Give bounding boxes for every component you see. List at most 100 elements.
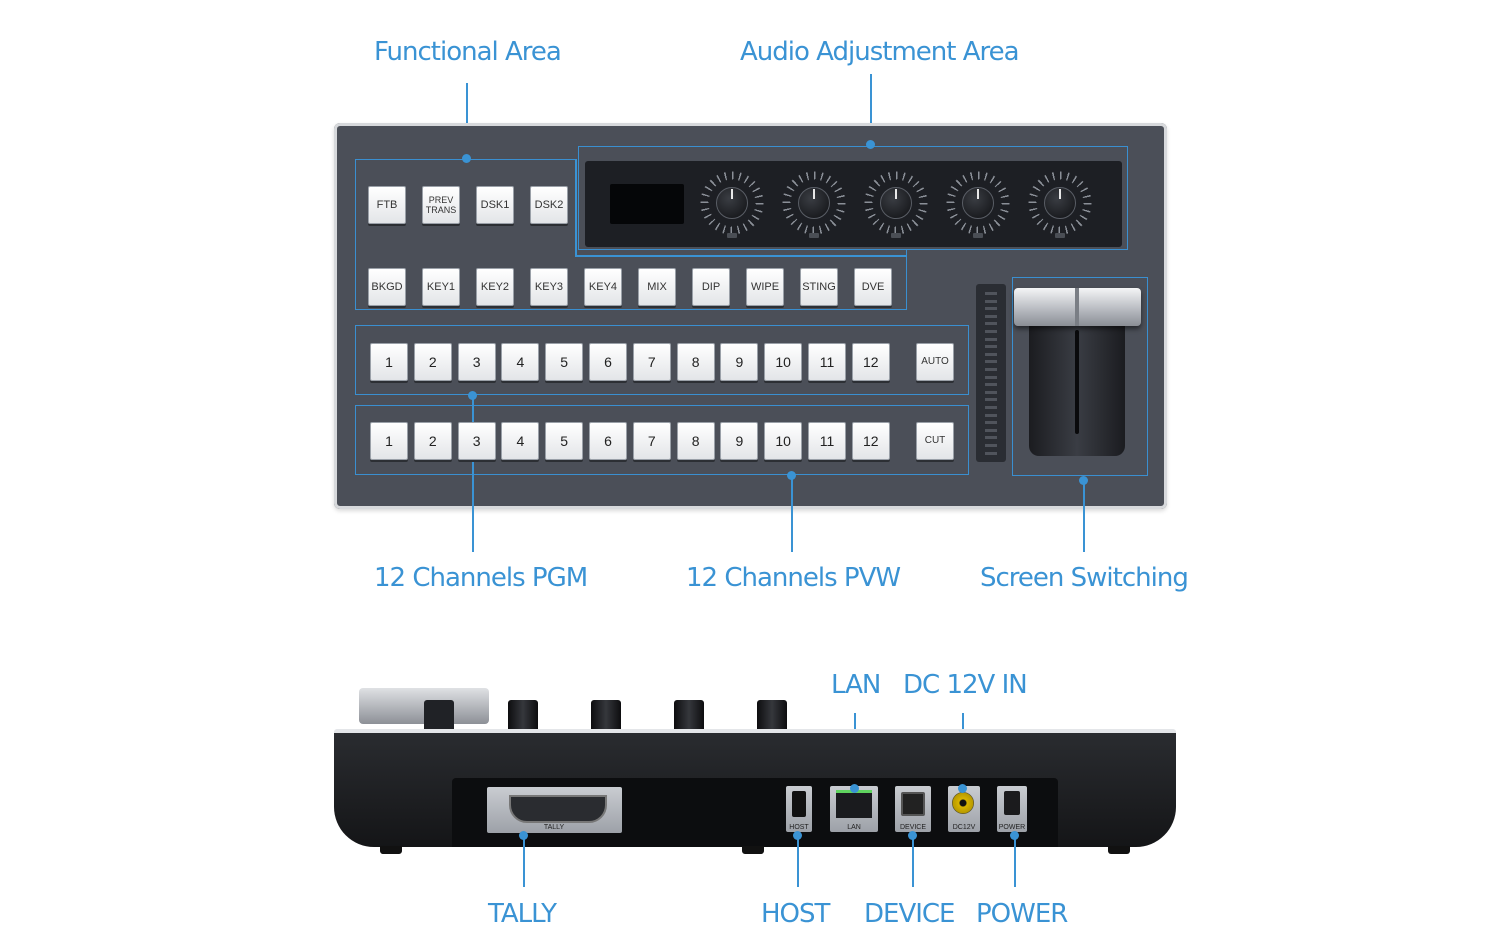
led-segment bbox=[985, 390, 997, 394]
rear-foot-2 bbox=[742, 846, 764, 854]
led-segment bbox=[985, 398, 997, 402]
power-rocker bbox=[1004, 791, 1020, 815]
function-key-ftb[interactable]: FTB bbox=[368, 186, 406, 224]
led-segment bbox=[985, 307, 997, 311]
function-key-prev-trans[interactable]: PREV TRANS bbox=[422, 186, 460, 224]
led-segment bbox=[985, 421, 997, 425]
pvw-key-8[interactable]: 8 bbox=[676, 422, 715, 460]
rear-foot-1 bbox=[380, 846, 402, 854]
led-segment bbox=[985, 292, 997, 295]
audio-knob-2[interactable] bbox=[798, 187, 830, 219]
tally-port-label: TALLY bbox=[543, 824, 565, 831]
led-segment bbox=[985, 428, 997, 432]
rear-knob-3 bbox=[674, 700, 704, 730]
pgm-key-12[interactable]: 12 bbox=[851, 343, 890, 381]
pgm-key-1[interactable]: 1 bbox=[370, 343, 408, 381]
pgm-key-6[interactable]: 6 bbox=[589, 343, 627, 381]
zone-screen-switching bbox=[1012, 277, 1148, 476]
zone-audio-area bbox=[578, 146, 1128, 250]
pvw-key-6[interactable]: 6 bbox=[589, 422, 627, 460]
callout-device: DEVICE bbox=[864, 899, 955, 929]
transition-key-key1[interactable]: KEY1 bbox=[422, 268, 460, 306]
tbar-led-meter bbox=[976, 284, 1006, 462]
leader-pgm bbox=[472, 395, 474, 552]
callout-lan: LAN bbox=[831, 670, 881, 700]
leader-screen-switching bbox=[1083, 480, 1085, 552]
led-segment bbox=[985, 375, 997, 379]
audio-lcd-display bbox=[610, 184, 684, 224]
lan-socket bbox=[836, 790, 872, 818]
pvw-key-7[interactable]: 7 bbox=[632, 422, 671, 460]
pvw-key-9[interactable]: 9 bbox=[720, 422, 759, 460]
audio-knob-1[interactable] bbox=[716, 187, 748, 219]
audio-knob-3[interactable] bbox=[880, 187, 912, 219]
led-segment bbox=[985, 345, 997, 349]
pvw-key-2[interactable]: 2 bbox=[413, 422, 452, 460]
pgm-key-8[interactable]: 8 bbox=[676, 343, 715, 381]
host-port-label: HOST bbox=[789, 824, 809, 831]
pgm-key-5[interactable]: 5 bbox=[545, 343, 584, 381]
audio-knob-foot-1 bbox=[727, 233, 737, 238]
led-segment bbox=[985, 330, 997, 333]
led-segment bbox=[985, 360, 997, 364]
dot-dc-in bbox=[958, 784, 967, 793]
transition-key-key4[interactable]: KEY4 bbox=[584, 268, 622, 306]
dot-audio-area bbox=[866, 140, 875, 149]
cut-button[interactable]: CUT bbox=[916, 422, 954, 460]
auto-button[interactable]: AUTO bbox=[916, 343, 954, 381]
led-segment bbox=[985, 436, 997, 440]
zone-pvw-row bbox=[355, 405, 969, 475]
led-segment bbox=[985, 451, 997, 455]
pvw-key-3[interactable]: 3 bbox=[457, 422, 496, 460]
led-segment bbox=[985, 368, 997, 371]
function-key-dsk2[interactable]: DSK2 bbox=[530, 186, 568, 224]
leader-tally bbox=[523, 835, 525, 887]
pvw-key-10[interactable]: 10 bbox=[764, 422, 803, 460]
lan-port-label: LAN bbox=[847, 824, 861, 831]
transition-key-key2[interactable]: KEY2 bbox=[476, 268, 514, 306]
audio-knob-foot-3 bbox=[891, 233, 901, 238]
transition-key-bkgd[interactable]: BKGD bbox=[368, 268, 406, 306]
transition-key-sting[interactable]: STING bbox=[800, 268, 838, 306]
pvw-key-11[interactable]: 11 bbox=[808, 422, 846, 460]
led-segment bbox=[985, 406, 997, 409]
audio-knob-5[interactable] bbox=[1044, 187, 1076, 219]
callout-audio-area: Audio Adjustment Area bbox=[740, 37, 1020, 67]
pgm-key-10[interactable]: 10 bbox=[764, 343, 803, 381]
callout-functional-area: Functional Area bbox=[374, 37, 562, 67]
leader-audio-area bbox=[870, 74, 872, 144]
host-usb-socket bbox=[792, 791, 806, 817]
led-segment bbox=[985, 322, 997, 326]
pgm-key-3[interactable]: 3 bbox=[457, 343, 496, 381]
pvw-key-1[interactable]: 1 bbox=[370, 422, 408, 460]
pvw-key-12[interactable]: 12 bbox=[851, 422, 890, 460]
pvw-key-5[interactable]: 5 bbox=[545, 422, 584, 460]
led-segment bbox=[985, 444, 997, 447]
audio-knob-4[interactable] bbox=[962, 187, 994, 219]
transition-key-key3[interactable]: KEY3 bbox=[530, 268, 568, 306]
transition-key-wipe[interactable]: WIPE bbox=[746, 268, 784, 306]
pgm-key-9[interactable]: 9 bbox=[720, 343, 759, 381]
transition-key-mix[interactable]: MIX bbox=[638, 268, 676, 306]
leader-pvw bbox=[791, 475, 793, 552]
pgm-key-2[interactable]: 2 bbox=[413, 343, 452, 381]
leader-functional-area bbox=[466, 83, 468, 158]
callout-pgm: 12 Channels PGM bbox=[374, 563, 588, 593]
led-segment bbox=[985, 352, 997, 356]
pvw-key-4[interactable]: 4 bbox=[501, 422, 540, 460]
pgm-key-11[interactable]: 11 bbox=[808, 343, 846, 381]
tbar-handle[interactable] bbox=[1014, 288, 1141, 326]
zone-functional-join bbox=[575, 255, 907, 257]
callout-power: POWER bbox=[976, 899, 1068, 929]
leader-power bbox=[1014, 835, 1016, 887]
pgm-key-4[interactable]: 4 bbox=[501, 343, 540, 381]
rear-knob-2 bbox=[591, 700, 621, 730]
function-key-dsk1[interactable]: DSK1 bbox=[476, 186, 514, 224]
zone-pgm-row bbox=[355, 325, 969, 395]
transition-key-dip[interactable]: DIP bbox=[692, 268, 730, 306]
transition-key-dve[interactable]: DVE bbox=[854, 268, 892, 306]
led-segment bbox=[985, 383, 997, 387]
callout-tally: TALLY bbox=[488, 899, 557, 929]
callout-screen-switching: Screen Switching bbox=[980, 563, 1189, 593]
pgm-key-7[interactable]: 7 bbox=[632, 343, 671, 381]
